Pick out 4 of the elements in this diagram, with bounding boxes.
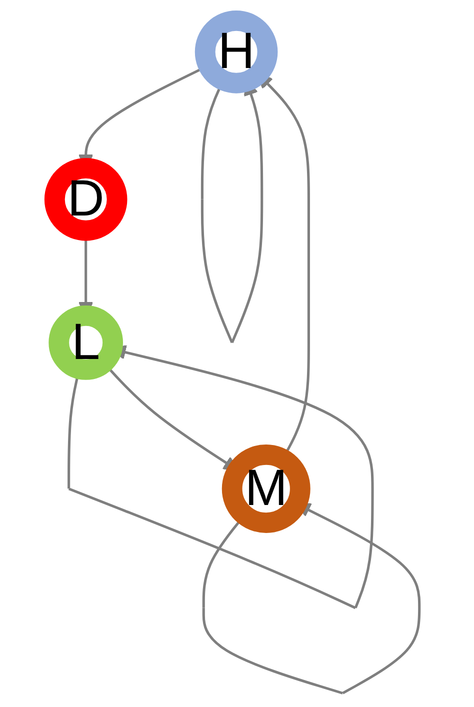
node-circle: L (48, 305, 123, 380)
node-circle: D (44, 158, 128, 241)
node-circle: M (222, 444, 310, 533)
node-circle: H (194, 10, 278, 94)
